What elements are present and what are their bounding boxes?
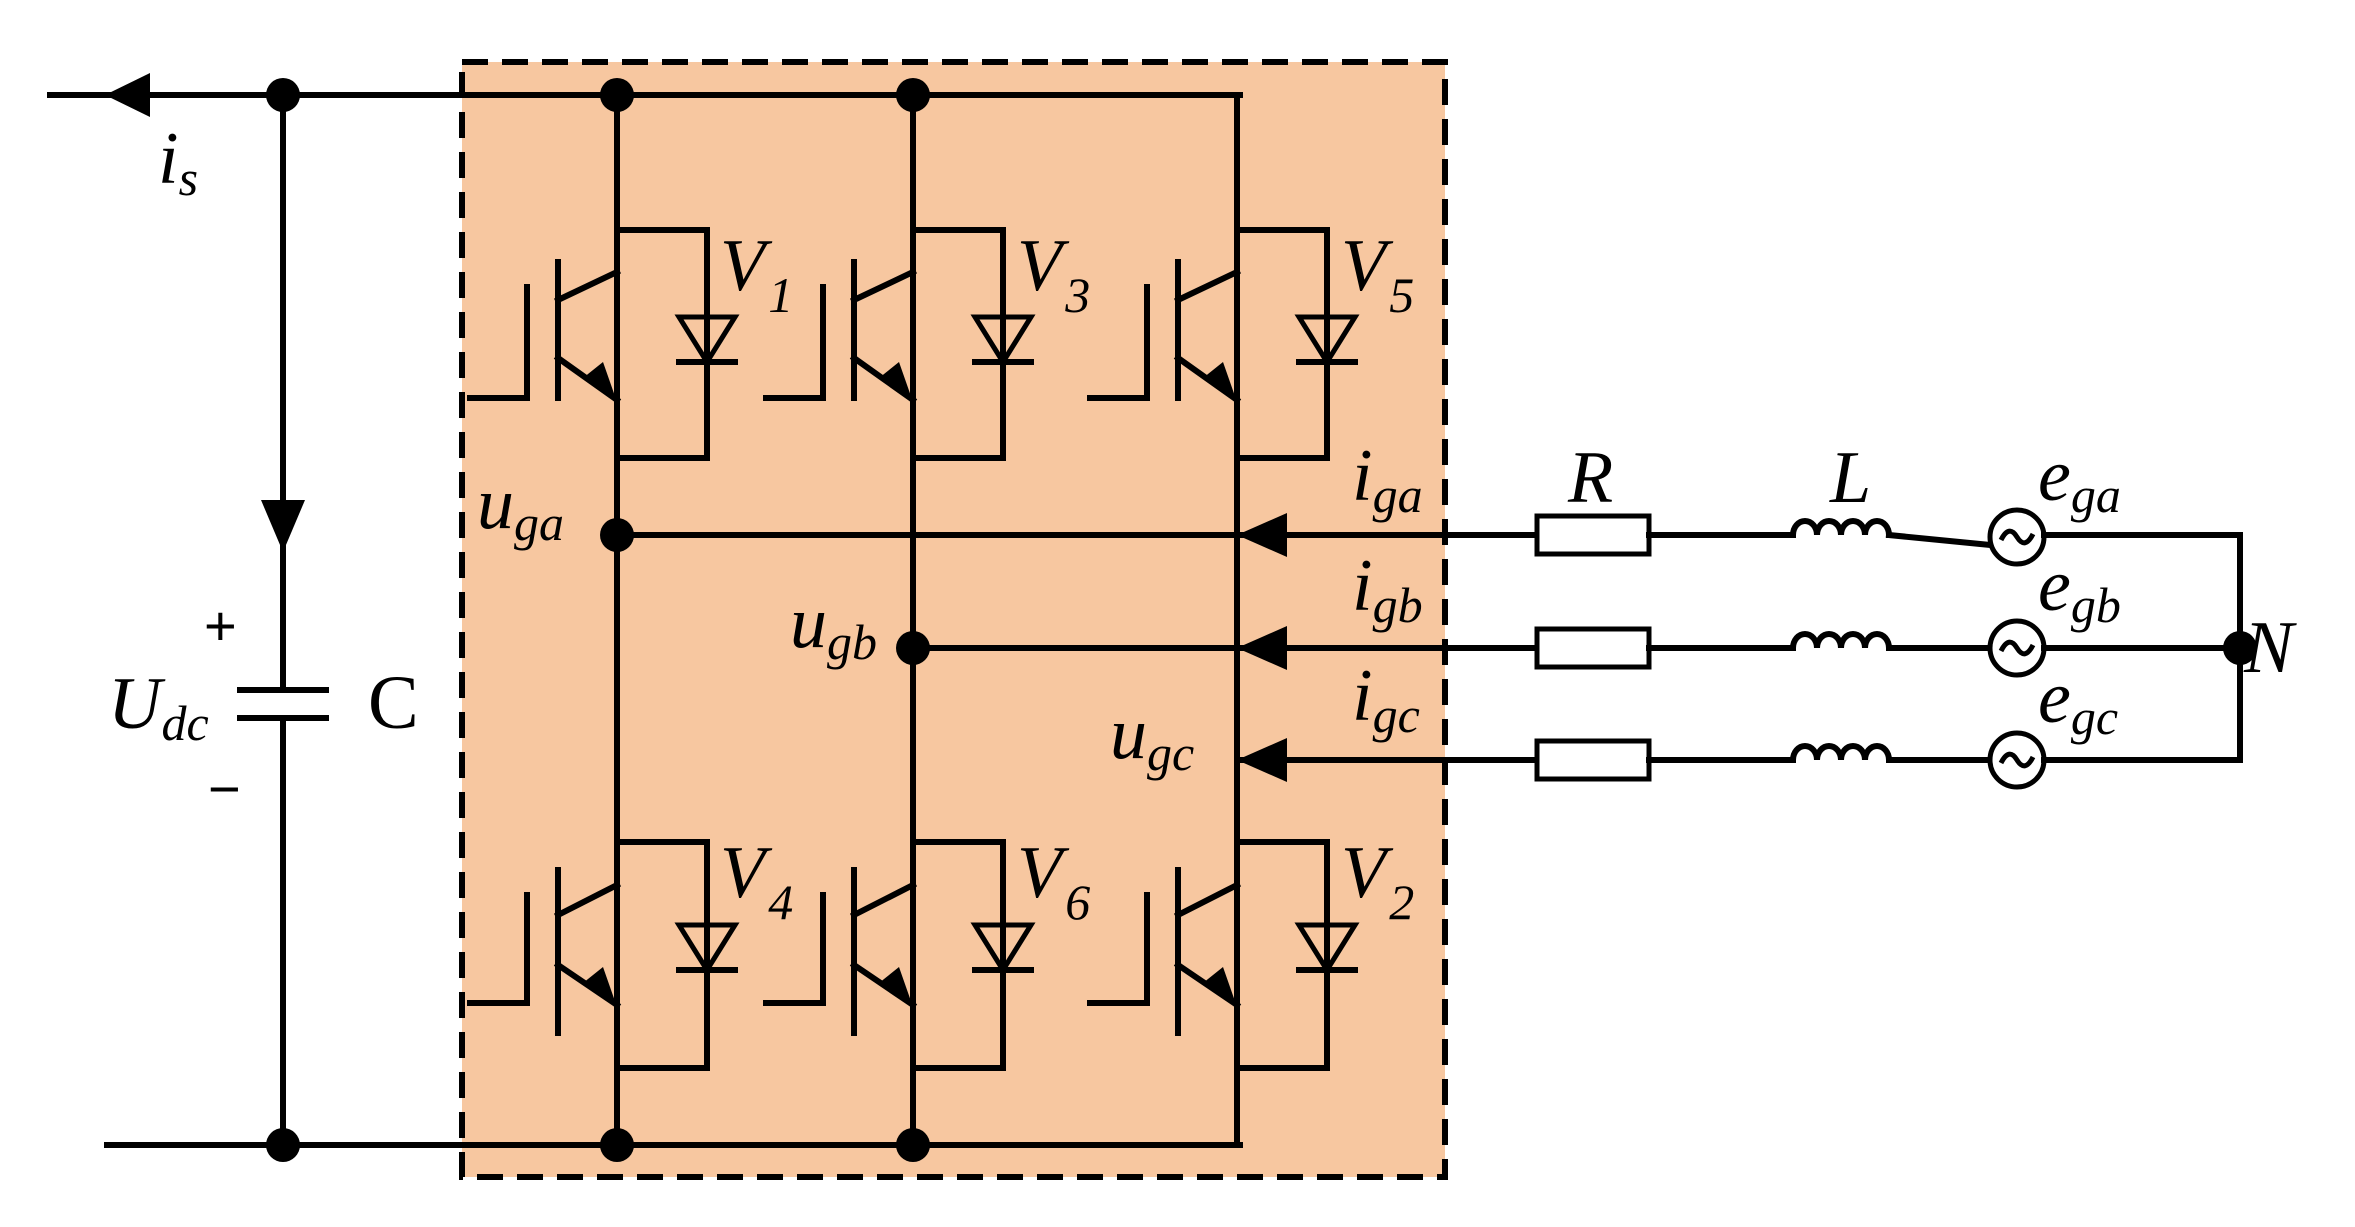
minus-sign: − [208,757,241,820]
iga-current-arrow [1237,513,1287,557]
is-label: is [158,118,198,206]
v6-label: V6 [1017,832,1090,930]
resistor-label: R [1567,437,1613,519]
resistor-b [1534,626,1652,670]
junction-dot [896,1128,930,1162]
v1-label: V1 [720,225,793,323]
ugb-label: ugb [790,582,877,670]
junction-dot [266,1128,300,1162]
dc-link [47,73,1243,1162]
inductor-c [1789,743,1893,764]
junction-dot [266,78,300,112]
udc-label: Udc [108,663,209,751]
iga-label: iga [1352,435,1423,523]
phase-c-output [1234,730,2243,790]
dc-current-arrow [261,500,305,552]
bridge-region [459,59,1448,1180]
phase-b-output [896,618,2257,678]
igb-current-arrow [1237,626,1287,670]
inductor-label: L [1829,437,1871,519]
junction-dot [600,78,634,112]
v4-label: V4 [720,832,793,930]
ega-label: ega [2038,435,2121,523]
egb-label: egb [2038,545,2121,633]
v5-label: V5 [1341,225,1414,323]
capacitor-label: C [368,661,419,745]
uga-label: uga [477,463,564,551]
switch-v4 [467,839,740,1071]
inductor-a [1789,518,1893,539]
v2-label: V2 [1341,832,1414,930]
resistor-a [1534,513,1652,557]
egc-label: egc [2038,657,2118,745]
junction-dot [600,1128,634,1162]
igc-current-arrow [1237,738,1287,782]
switch-v5 [1087,227,1360,461]
switch-v2 [1087,839,1360,1071]
plus-sign: + [204,594,237,657]
is-current-arrow [105,73,150,117]
inductor-b [1789,631,1893,652]
phase-a-output [600,507,2243,567]
neutral-label: N [2243,607,2297,689]
v3-label: V3 [1017,225,1090,323]
igc-label: igc [1352,655,1420,743]
junction-dot [896,78,930,112]
switch-v1 [467,227,740,461]
switch-v3 [763,227,1036,461]
resistor-c [1534,738,1652,782]
igb-label: igb [1352,545,1423,633]
switch-v6 [763,839,1036,1071]
ugc-label: ugc [1110,693,1194,781]
